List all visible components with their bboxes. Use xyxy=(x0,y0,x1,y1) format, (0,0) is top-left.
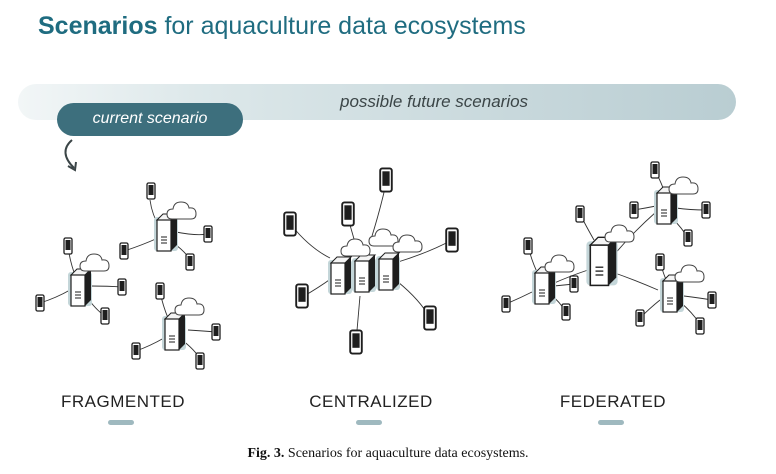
cloud-icon xyxy=(166,201,197,220)
current-scenario-label: current scenario xyxy=(92,110,208,127)
cloud-icon xyxy=(674,264,705,283)
centralized-label: CENTRALIZED xyxy=(309,392,433,411)
server-icon xyxy=(153,213,179,252)
server-icon xyxy=(161,312,187,351)
server-icon xyxy=(327,256,353,295)
cloud-icon xyxy=(604,224,635,243)
curved-arrow-icon xyxy=(64,139,77,172)
caption-prefix: Fig. 3. xyxy=(247,446,285,461)
title-rest: for aquaculture data ecosystems xyxy=(157,12,526,40)
cloud-icon xyxy=(668,176,699,195)
figure-caption: Fig. 3. Scenarios for aquaculture data e… xyxy=(0,446,776,462)
server-icon xyxy=(351,254,377,293)
fragmented-label: FRAGMENTED xyxy=(61,392,185,411)
current-scenario-pill xyxy=(57,103,243,136)
server-icon xyxy=(375,252,401,291)
future-scenarios-label: possible future scenarios xyxy=(340,92,529,111)
server-icon xyxy=(67,268,93,307)
diagram-title: Scenarios for aquaculture data ecosystem… xyxy=(38,12,526,41)
centralized-dash xyxy=(356,420,382,425)
caption-text: Scenarios for aquaculture data ecosystem… xyxy=(284,446,529,461)
federated-dash xyxy=(598,420,624,425)
cloud-icon xyxy=(79,253,110,272)
server-icon xyxy=(585,236,619,287)
title-bold: Scenarios xyxy=(38,12,158,40)
cloud-icon xyxy=(174,297,205,316)
server-icon xyxy=(531,266,557,305)
federated-label: FEDERATED xyxy=(559,392,667,411)
fragmented-dash xyxy=(108,420,134,425)
cloud-icon xyxy=(544,254,575,273)
cloud-icon xyxy=(340,238,371,257)
fragmented-network xyxy=(39,199,217,360)
